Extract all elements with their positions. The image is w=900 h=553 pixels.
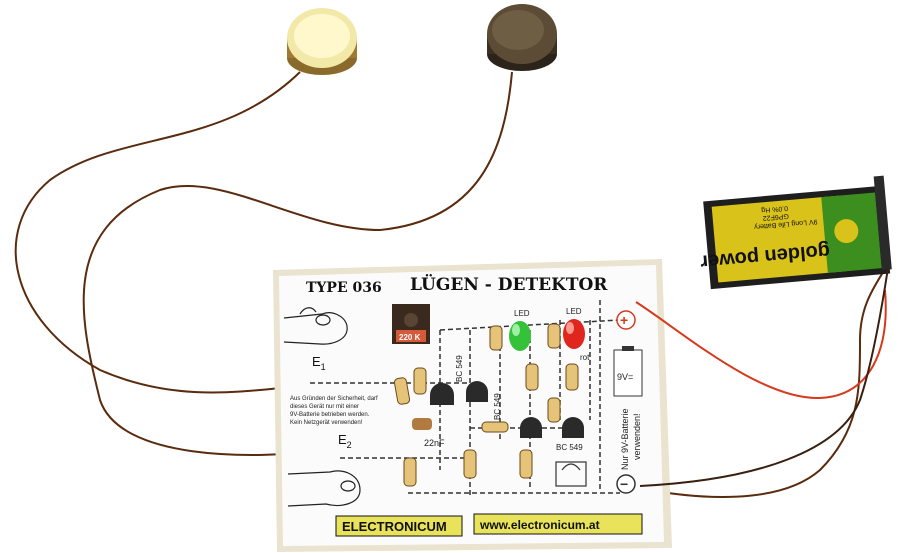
capacitor-22nf: 22nF [412, 418, 445, 448]
battery-note-2: verwenden! [632, 413, 642, 460]
green-led [509, 321, 531, 351]
red-wire [635, 289, 887, 400]
red-led-label: LED [566, 307, 582, 316]
battery-line3: 0.0% Hg [761, 204, 788, 213]
wire-e2 [82, 71, 513, 456]
minus-terminal[interactable]: − [616, 474, 636, 494]
hand-e2-illustration [287, 470, 361, 507]
electrode-disc-light[interactable] [287, 8, 357, 75]
website-label[interactable]: www.electronicum.at [479, 518, 600, 532]
e1-label: E1 [312, 354, 326, 372]
black-wire [639, 267, 889, 487]
wire-e1 [14, 71, 311, 394]
type-label: TYPE 036 [306, 280, 382, 296]
red-led [563, 319, 585, 349]
website-bar: www.electronicum.at [473, 513, 643, 535]
transistors [430, 381, 584, 438]
minus-terminal-label: − [620, 476, 628, 492]
buzzer-symbol [555, 461, 587, 487]
capacitor-label: 22nF [424, 438, 445, 448]
plus-terminal-label: + [620, 312, 628, 328]
brand-bar: ELECTRONICUM [335, 515, 463, 537]
bc549-label-b: BC 549 [493, 393, 502, 420]
wire-minus-return [637, 259, 891, 498]
resistors [393, 323, 579, 487]
electrode-disc-dark[interactable] [487, 4, 557, 71]
green-led-label: LED [514, 309, 530, 318]
hand-e1-illustration [283, 307, 348, 345]
potentiometer-220k[interactable]: 220 K [392, 304, 430, 344]
nine-volt-battery[interactable]: golden power GP6F22 9V Long Life Battery… [694, 175, 892, 290]
bc549-label-c: BC 549 [556, 443, 583, 452]
bc549-label-a: BC 549 [455, 355, 464, 382]
battery-note-1: Nur 9V-Batterie [620, 408, 630, 470]
e2-label: E2 [338, 432, 352, 450]
pot-label: 220 K [399, 333, 421, 342]
red-led-rot-label: rot [580, 353, 590, 362]
circuit-traces [310, 300, 621, 495]
board-title: LÜGEN - DETEKTOR [410, 274, 608, 295]
battery-symbol-label: 9V= [617, 372, 633, 382]
warning-text: Aus Gründen der Sicherheit, darf dieses … [290, 396, 379, 426]
brand-label: ELECTRONICUM [342, 519, 447, 534]
battery-symbol: 9V= [613, 346, 643, 397]
battery-line1: GP6F22 [762, 212, 789, 221]
plus-terminal[interactable]: + [616, 310, 636, 330]
sensor-wires [14, 71, 891, 498]
